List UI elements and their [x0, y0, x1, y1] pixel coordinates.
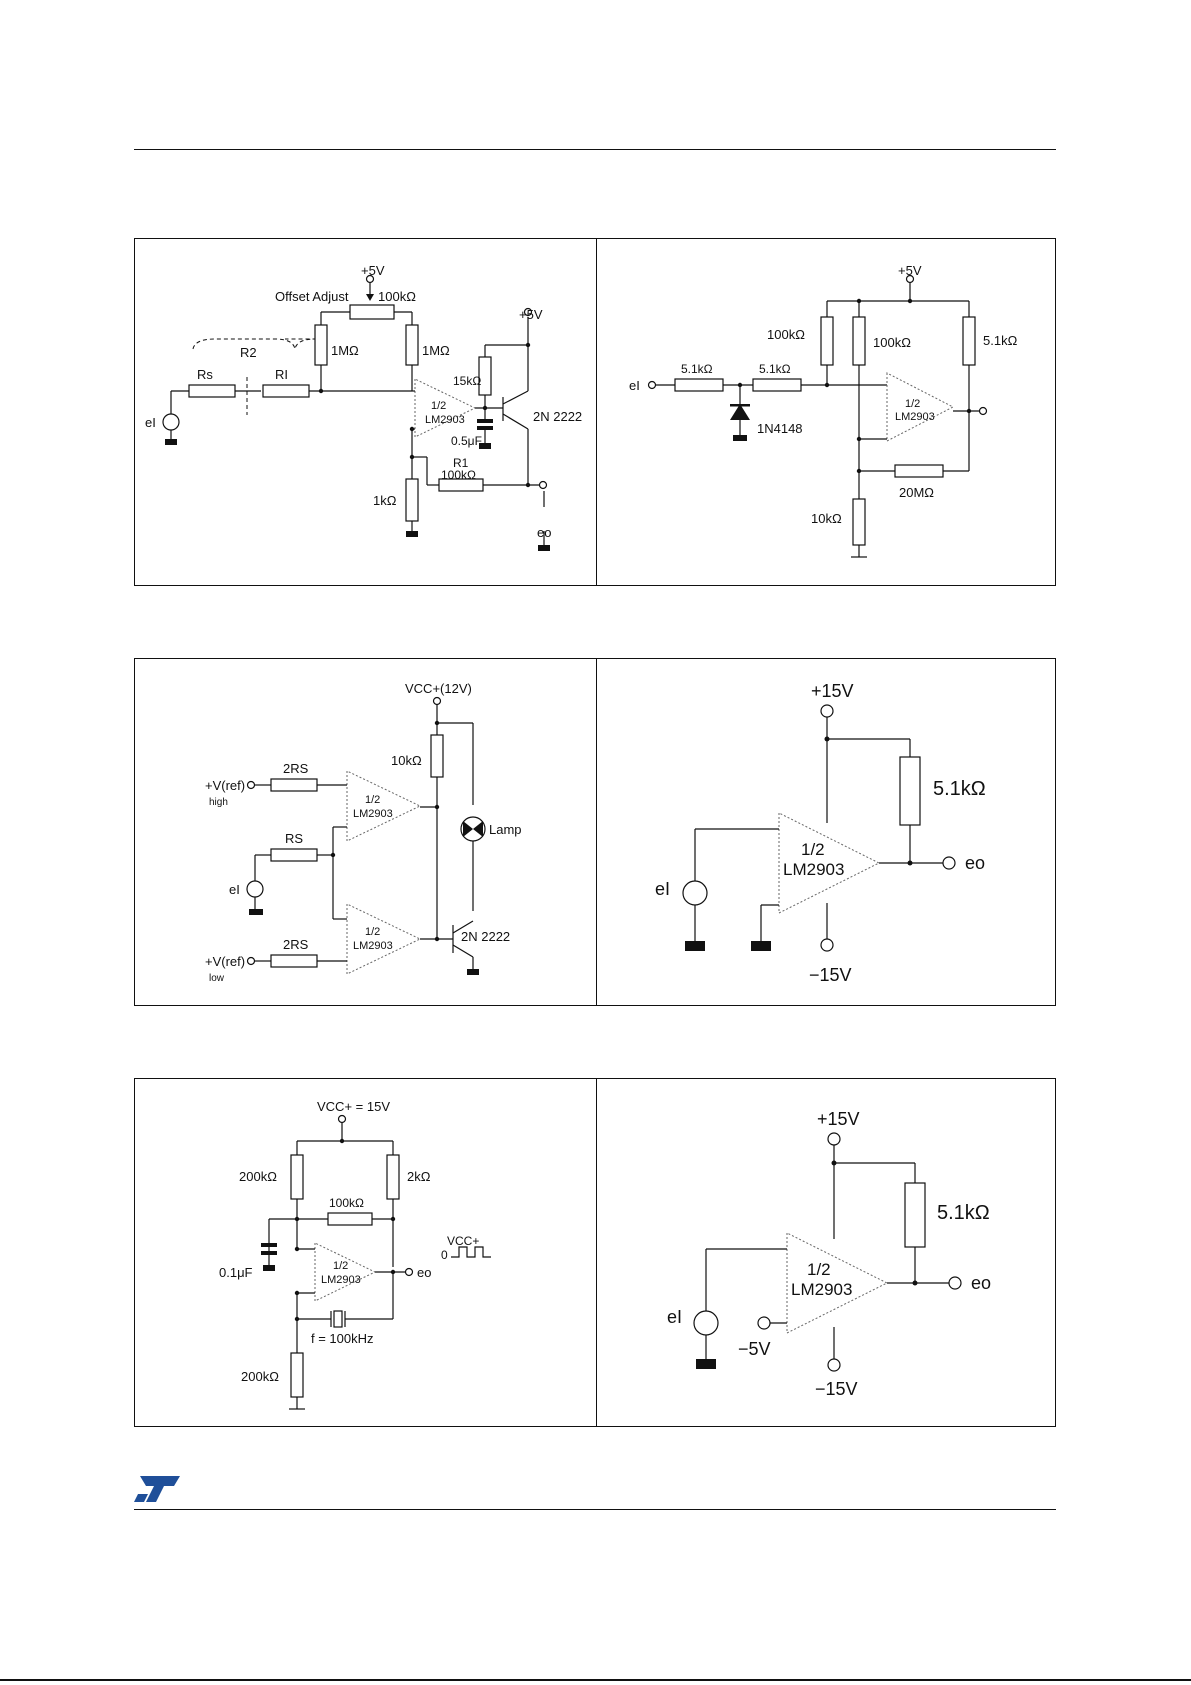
label-r100k-b: 100kΩ	[873, 335, 911, 350]
label-ri: RI	[275, 367, 288, 382]
label-vplus: +5V	[361, 263, 385, 278]
crystal-oscillator-diagram: VCC+ = 15V 200kΩ 2kΩ 100kΩ VCC+ 0 0.1μF …	[219, 1099, 491, 1410]
label-vplus: +15V	[811, 681, 854, 701]
label-chip: LM2903	[783, 860, 844, 879]
label-r2rs-a: 2RS	[283, 761, 309, 776]
zero-crossing-diagram: +5V 100kΩ 100kΩ 5.1kΩ eI 5.1kΩ 5.1kΩ 1N4…	[629, 263, 1018, 558]
label-high: high	[209, 797, 228, 808]
split-supply-a-schematic: +15V 5.1kΩ 1/2 LM2903 eI eo −15V	[596, 659, 1058, 1005]
label-r200k-a: 200kΩ	[239, 1169, 277, 1184]
label-r100k: 100kΩ	[329, 1196, 364, 1210]
label-r51k-a: 5.1kΩ	[681, 362, 713, 376]
st-logo	[134, 1476, 180, 1502]
label-half: 1/2	[801, 840, 825, 859]
header-rule	[134, 149, 1056, 150]
label-r100k-b: 100kΩ	[441, 468, 476, 482]
label-cap: 0.5μF	[451, 434, 482, 448]
label-cap: 0.1μF	[219, 1265, 253, 1280]
label-r1: R1	[453, 456, 469, 470]
label-r1k: 1kΩ	[373, 493, 397, 508]
label-vcc: VCC+(12V)	[405, 681, 472, 696]
footer-rule	[134, 1509, 1056, 1510]
label-zero: 0	[441, 1248, 448, 1262]
label-ei: eI	[229, 882, 240, 897]
label-vplus: +5V	[898, 263, 922, 278]
zero-crossing-schematic: +5V 100kΩ 100kΩ 5.1kΩ eI 5.1kΩ 5.1kΩ 1N4…	[596, 239, 1058, 585]
label-chip: LM2903	[321, 1274, 361, 1286]
schematic-row-3: VCC+ = 15V 200kΩ 2kΩ 100kΩ VCC+ 0 0.1μF …	[134, 1078, 1056, 1427]
label-eo: eo	[971, 1273, 991, 1293]
label-transistor: 2N 2222	[461, 929, 510, 944]
label-freq: f = 100kHz	[311, 1331, 374, 1346]
label-half-a: 1/2	[365, 794, 380, 806]
label-vm5: −5V	[738, 1339, 771, 1359]
label-r10k: 10kΩ	[391, 753, 422, 768]
label-vcc: VCC+ = 15V	[317, 1099, 390, 1114]
label-r2: R2	[240, 345, 257, 360]
label-vref-high: +V(ref)	[205, 778, 245, 793]
label-r1m-a: 1MΩ	[331, 343, 359, 358]
label-chip: LM2903	[791, 1280, 852, 1299]
label-half: 1/2	[431, 400, 446, 412]
label-r10k: 10kΩ	[811, 511, 842, 526]
split-supply-b-diagram: +15V 5.1kΩ 1/2 LM2903 eI eo −5V −15V	[667, 1109, 991, 1399]
label-vcc-wave: VCC+	[447, 1234, 479, 1248]
label-half-b: 1/2	[365, 926, 380, 938]
crystal-oscillator-schematic: VCC+ = 15V 200kΩ 2kΩ 100kΩ VCC+ 0 0.1μF …	[135, 1079, 596, 1426]
label-ei: eI	[145, 415, 156, 430]
label-r15k: 15kΩ	[453, 374, 481, 388]
split-supply-b-schematic: +15V 5.1kΩ 1/2 LM2903 eI eo −5V −15V	[596, 1079, 1058, 1426]
label-ei: eI	[655, 879, 670, 899]
label-r2rs-b: 2RS	[283, 937, 309, 952]
schematic-row-1: +5V Offset Adjust 100kΩ 1MΩ 1MΩ +5V R2 R…	[134, 238, 1056, 586]
limit-comparator-diagram: VCC+(12V) 10kΩ 2RS +V(ref) high 1/2 LM29…	[205, 681, 522, 984]
label-vminus: −15V	[815, 1379, 858, 1399]
label-diode: 1N4148	[757, 421, 803, 436]
label-chip: LM2903	[425, 414, 465, 426]
label-vplus: +15V	[817, 1109, 860, 1129]
offset-adjust-diagram: +5V Offset Adjust 100kΩ 1MΩ 1MΩ +5V R2 R…	[145, 263, 582, 551]
label-r: 5.1kΩ	[937, 1202, 990, 1224]
label-r100k-a: 100kΩ	[767, 327, 805, 342]
label-ei: eI	[629, 378, 640, 393]
offset-adjust-schematic: +5V Offset Adjust 100kΩ 1MΩ 1MΩ +5V R2 R…	[135, 239, 596, 585]
label-rs: Rs	[197, 367, 213, 382]
label-eo: eo	[417, 1265, 431, 1280]
label-lamp: Lamp	[489, 822, 522, 837]
label-r51k: 5.1kΩ	[983, 333, 1018, 348]
label-chip: LM2903	[895, 411, 935, 423]
label-r100k: 100kΩ	[378, 289, 416, 304]
limit-comparator-schematic: VCC+(12V) 10kΩ 2RS +V(ref) high 1/2 LM29…	[135, 659, 596, 1005]
label-eo: eo	[965, 853, 985, 873]
schematic-row-2: VCC+(12V) 10kΩ 2RS +V(ref) high 1/2 LM29…	[134, 658, 1056, 1006]
label-rs: RS	[285, 831, 303, 846]
split-supply-a-diagram: +15V 5.1kΩ 1/2 LM2903 eI eo −15V	[655, 681, 986, 985]
label-r20m: 20MΩ	[899, 485, 934, 500]
label-r2k: 2kΩ	[407, 1169, 431, 1184]
label-eo: eo	[537, 525, 551, 540]
label-r1m-b: 1MΩ	[422, 343, 450, 358]
label-half: 1/2	[905, 398, 920, 410]
label-low: low	[209, 973, 225, 984]
label-r200k-b: 200kΩ	[241, 1369, 279, 1384]
label-vminus: −15V	[809, 965, 852, 985]
label-half: 1/2	[333, 1260, 348, 1272]
label-r51k-b: 5.1kΩ	[759, 362, 791, 376]
label-r: 5.1kΩ	[933, 778, 986, 800]
label-half: 1/2	[807, 1260, 831, 1279]
label-offset: Offset Adjust	[275, 289, 349, 304]
label-vref-low: +V(ref)	[205, 954, 245, 969]
footer-bar	[0, 1679, 1191, 1681]
label-vplus2: +5V	[519, 307, 543, 322]
label-chip-a: LM2903	[353, 808, 393, 820]
label-transistor: 2N 2222	[533, 409, 582, 424]
label-chip-b: LM2903	[353, 940, 393, 952]
label-ei: eI	[667, 1307, 682, 1327]
